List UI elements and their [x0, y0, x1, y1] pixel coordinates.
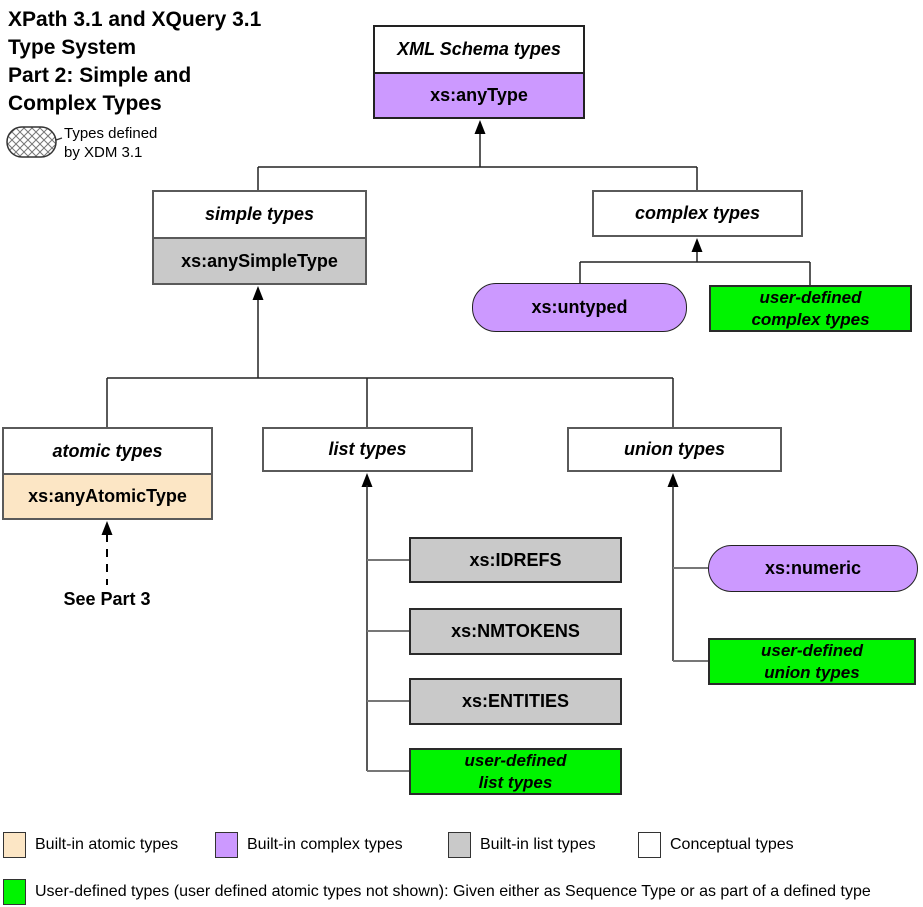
- title-line: Type System: [8, 36, 136, 59]
- node-header: simple types: [154, 192, 365, 237]
- legend-item-user-defined: User-defined types (user defined atomic …: [3, 879, 871, 905]
- node-xs-NMTOKENS: xs:NMTOKENS: [409, 608, 622, 655]
- node-xs-anyType: xs:anyType: [375, 72, 583, 117]
- xdm-legend-line1: Types defined: [64, 125, 158, 142]
- legend-label: Built-in list types: [480, 836, 596, 853]
- label-line1: user-defined: [464, 750, 567, 770]
- legend-item-list: Built-in list types: [448, 832, 596, 858]
- legend-item-atomic: Built-in atomic types: [3, 832, 178, 858]
- legend-label: Conceptual types: [670, 836, 794, 853]
- node-simple-types: simple types xs:anySimpleType: [152, 190, 367, 285]
- node-header: XML Schema types: [375, 27, 583, 72]
- node-xs-anySimpleType: xs:anySimpleType: [154, 237, 365, 283]
- user-defined-swatch-icon: [3, 879, 26, 905]
- node-xs-numeric: xs:numeric: [708, 545, 918, 592]
- label-line1: user-defined: [760, 640, 864, 660]
- legend-label: Built-in complex types: [247, 836, 403, 853]
- title-line: Part 2: Simple and: [8, 64, 192, 87]
- label-line2: list types: [478, 772, 553, 792]
- node-user-defined-complex-types: user-defined complex types: [709, 285, 912, 332]
- node-header: atomic types: [4, 429, 211, 473]
- node-xs-untyped: xs:untyped: [472, 283, 687, 332]
- node-xml-schema-types: XML Schema types xs:anyType: [373, 25, 585, 119]
- list-swatch-icon: [448, 832, 471, 858]
- atomic-swatch-icon: [3, 832, 26, 858]
- xdm-legend-label: Types defined by XDM 3.1: [64, 124, 157, 162]
- xdm-hatched-pill-icon: [6, 126, 63, 158]
- legend-item-conceptual: Conceptual types: [638, 832, 794, 858]
- xdm-legend-line2: by XDM 3.1: [64, 144, 143, 161]
- node-user-defined-list-types: user-defined list types: [409, 748, 622, 795]
- node-list-types: list types: [262, 427, 473, 472]
- complex-swatch-icon: [215, 832, 238, 858]
- legend-label: User-defined types (user defined atomic …: [35, 883, 871, 900]
- legend-label: Built-in atomic types: [35, 836, 179, 853]
- node-complex-types: complex types: [592, 190, 803, 237]
- title-line: Complex Types: [8, 92, 162, 115]
- node-xs-anyAtomicType: xs:anyAtomicType: [4, 473, 211, 518]
- label-line2: union types: [764, 662, 860, 682]
- node-atomic-types: atomic types xs:anyAtomicType: [2, 427, 213, 520]
- see-part-3-note: See Part 3: [63, 589, 151, 609]
- title-line: XPath 3.1 and XQuery 3.1: [8, 8, 262, 31]
- node-xs-IDREFS: xs:IDREFS: [409, 537, 622, 583]
- diagram-title: XPath 3.1 and XQuery 3.1 Type System Par…: [8, 6, 378, 118]
- node-union-types: union types: [567, 427, 782, 472]
- conceptual-swatch-icon: [638, 832, 661, 858]
- label-line1: user-defined: [759, 287, 862, 307]
- node-user-defined-union-types: user-defined union types: [708, 638, 916, 685]
- label-line2: complex types: [751, 309, 870, 329]
- legend-item-complex: Built-in complex types: [215, 832, 403, 858]
- node-xs-ENTITIES: xs:ENTITIES: [409, 678, 622, 725]
